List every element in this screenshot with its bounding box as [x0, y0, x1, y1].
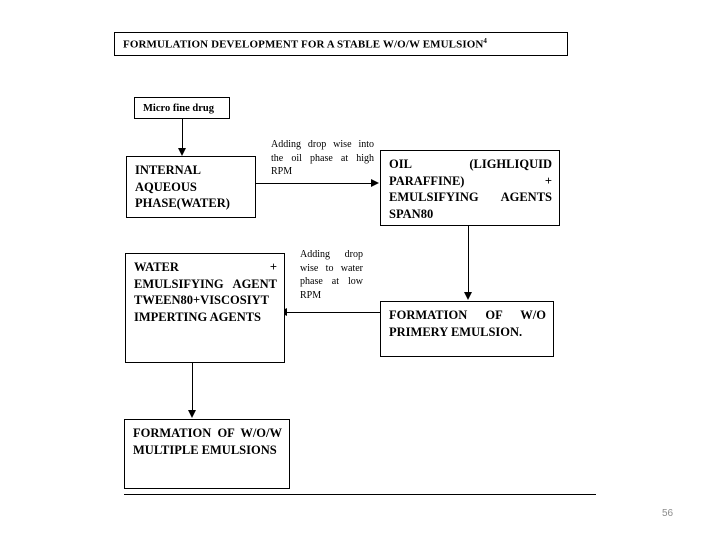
edge-label-low-rpm: Adding drop wise to water phase at low R… — [300, 249, 363, 301]
flow-node-water-emulsifying-agent[interactable]: WATER + EMULSIFYING AGENT TWEEN80+VISCOS… — [125, 253, 285, 363]
flow-node-label: Micro fine drug — [143, 103, 214, 114]
flow-node-internal-aqueous-phase[interactable]: INTERNAL AQUEOUS PHASE(WATER) — [126, 156, 256, 218]
flow-node-primary-emulsion[interactable]: FORMATION OF W/O PRIMERY EMULSION. — [380, 301, 554, 357]
connector-drug-to-internal-line — [182, 119, 184, 149]
flow-node-label: WATER + EMULSIFYING AGENT TWEEN80+VISCOS… — [134, 260, 277, 324]
flow-node-micro-fine-drug[interactable]: Micro fine drug — [134, 97, 230, 119]
connector-water-to-final-line — [192, 363, 194, 411]
connector-oil-to-primary-line — [468, 226, 470, 293]
connector-internal-to-oil-line — [256, 183, 372, 185]
flow-node-oil-phase[interactable]: OIL (LIGHLIQUID PARAFFINE) + EMULSIFYING… — [380, 150, 560, 226]
connector-primary-to-water-line — [287, 312, 380, 314]
flow-node-label: FORMATION OF W/O/W MULTIPLE EMULSIONS — [133, 426, 282, 457]
connector-water-to-final-arrowhead — [188, 410, 196, 418]
footer-divider — [124, 494, 596, 496]
flow-node-label: INTERNAL AQUEOUS PHASE(WATER) — [135, 163, 230, 210]
connector-oil-to-primary-arrowhead — [464, 292, 472, 300]
flow-node-label: FORMATION OF W/O PRIMERY EMULSION. — [389, 308, 546, 339]
flow-node-multiple-emulsions[interactable]: FORMATION OF W/O/W MULTIPLE EMULSIONS — [124, 419, 290, 489]
edge-label-high-rpm: Adding drop wise into the oil phase at h… — [271, 139, 374, 177]
connector-internal-to-oil-arrowhead — [371, 179, 379, 187]
connector-drug-to-internal-arrowhead — [178, 148, 186, 156]
page-number: 56 — [662, 508, 674, 519]
flow-node-label: OIL (LIGHLIQUID PARAFFINE) + EMULSIFYING… — [389, 157, 552, 221]
page-title: FORMULATION DEVELOPMENT FOR A STABLE W/O… — [123, 37, 487, 51]
page-title-text: FORMULATION DEVELOPMENT FOR A STABLE W/O… — [123, 38, 484, 51]
slide-title-box: FORMULATION DEVELOPMENT FOR A STABLE W/O… — [114, 32, 568, 56]
page-title-superscript: 4 — [483, 37, 488, 46]
